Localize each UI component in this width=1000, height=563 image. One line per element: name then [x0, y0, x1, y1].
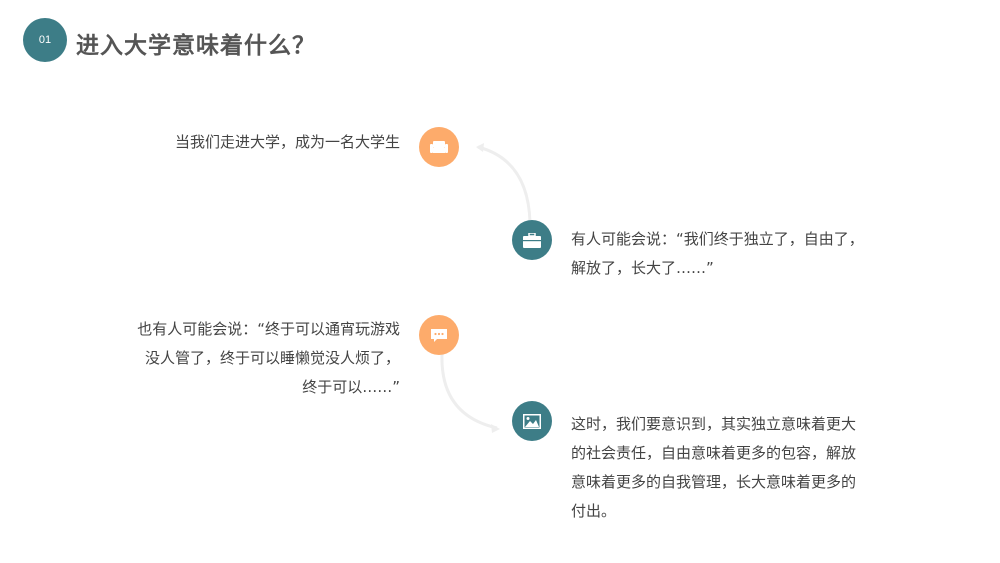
text-line: 的社会责任，自由意味着更多的包容，解放 [571, 444, 857, 462]
timeline-node-1 [419, 127, 459, 167]
timeline-node-4 [512, 401, 552, 441]
section-number: 01 [38, 34, 52, 46]
text-line: 有人可能会说：“我们终于独立了，自由了， [571, 230, 864, 248]
timeline-text-3: 也有人可能会说：“终于可以通宵玩游戏 没人管了，终于可以睡懒觉没人烦了， 终于可… [137, 315, 400, 402]
image-icon [523, 413, 541, 429]
text-line: 解放了，长大了……” [571, 259, 714, 277]
text-line: 意味着更多的自我管理，长大意味着更多的 [571, 473, 857, 491]
page-title: 进入大学意味着什么？ [76, 33, 316, 59]
text-line: 终于可以……” [302, 378, 400, 396]
text-line: 付出。 [571, 502, 617, 520]
text-line: 当我们走进大学，成为一名大学生 [174, 133, 400, 151]
text-line: 这时，我们要意识到，其实独立意味着更大 [571, 415, 857, 433]
section-number-badge: 01 [23, 18, 67, 62]
text-line: 也有人可能会说：“终于可以通宵玩游戏 [137, 320, 400, 338]
timeline-node-3 [419, 315, 459, 355]
timeline-node-2 [512, 220, 552, 260]
text-line: 没人管了，终于可以睡懒觉没人烦了， [144, 349, 400, 367]
chat-bubble-icon [431, 328, 447, 342]
sofa-icon [430, 141, 448, 153]
timeline-text-4: 这时，我们要意识到，其实独立意味着更大 的社会责任，自由意味着更多的包容，解放 … [571, 410, 856, 526]
timeline-text-1: 当我们走进大学，成为一名大学生 [175, 128, 400, 157]
timeline-text-2: 有人可能会说：“我们终于独立了，自由了， 解放了，长大了……” [571, 225, 864, 283]
briefcase-icon [523, 232, 541, 248]
